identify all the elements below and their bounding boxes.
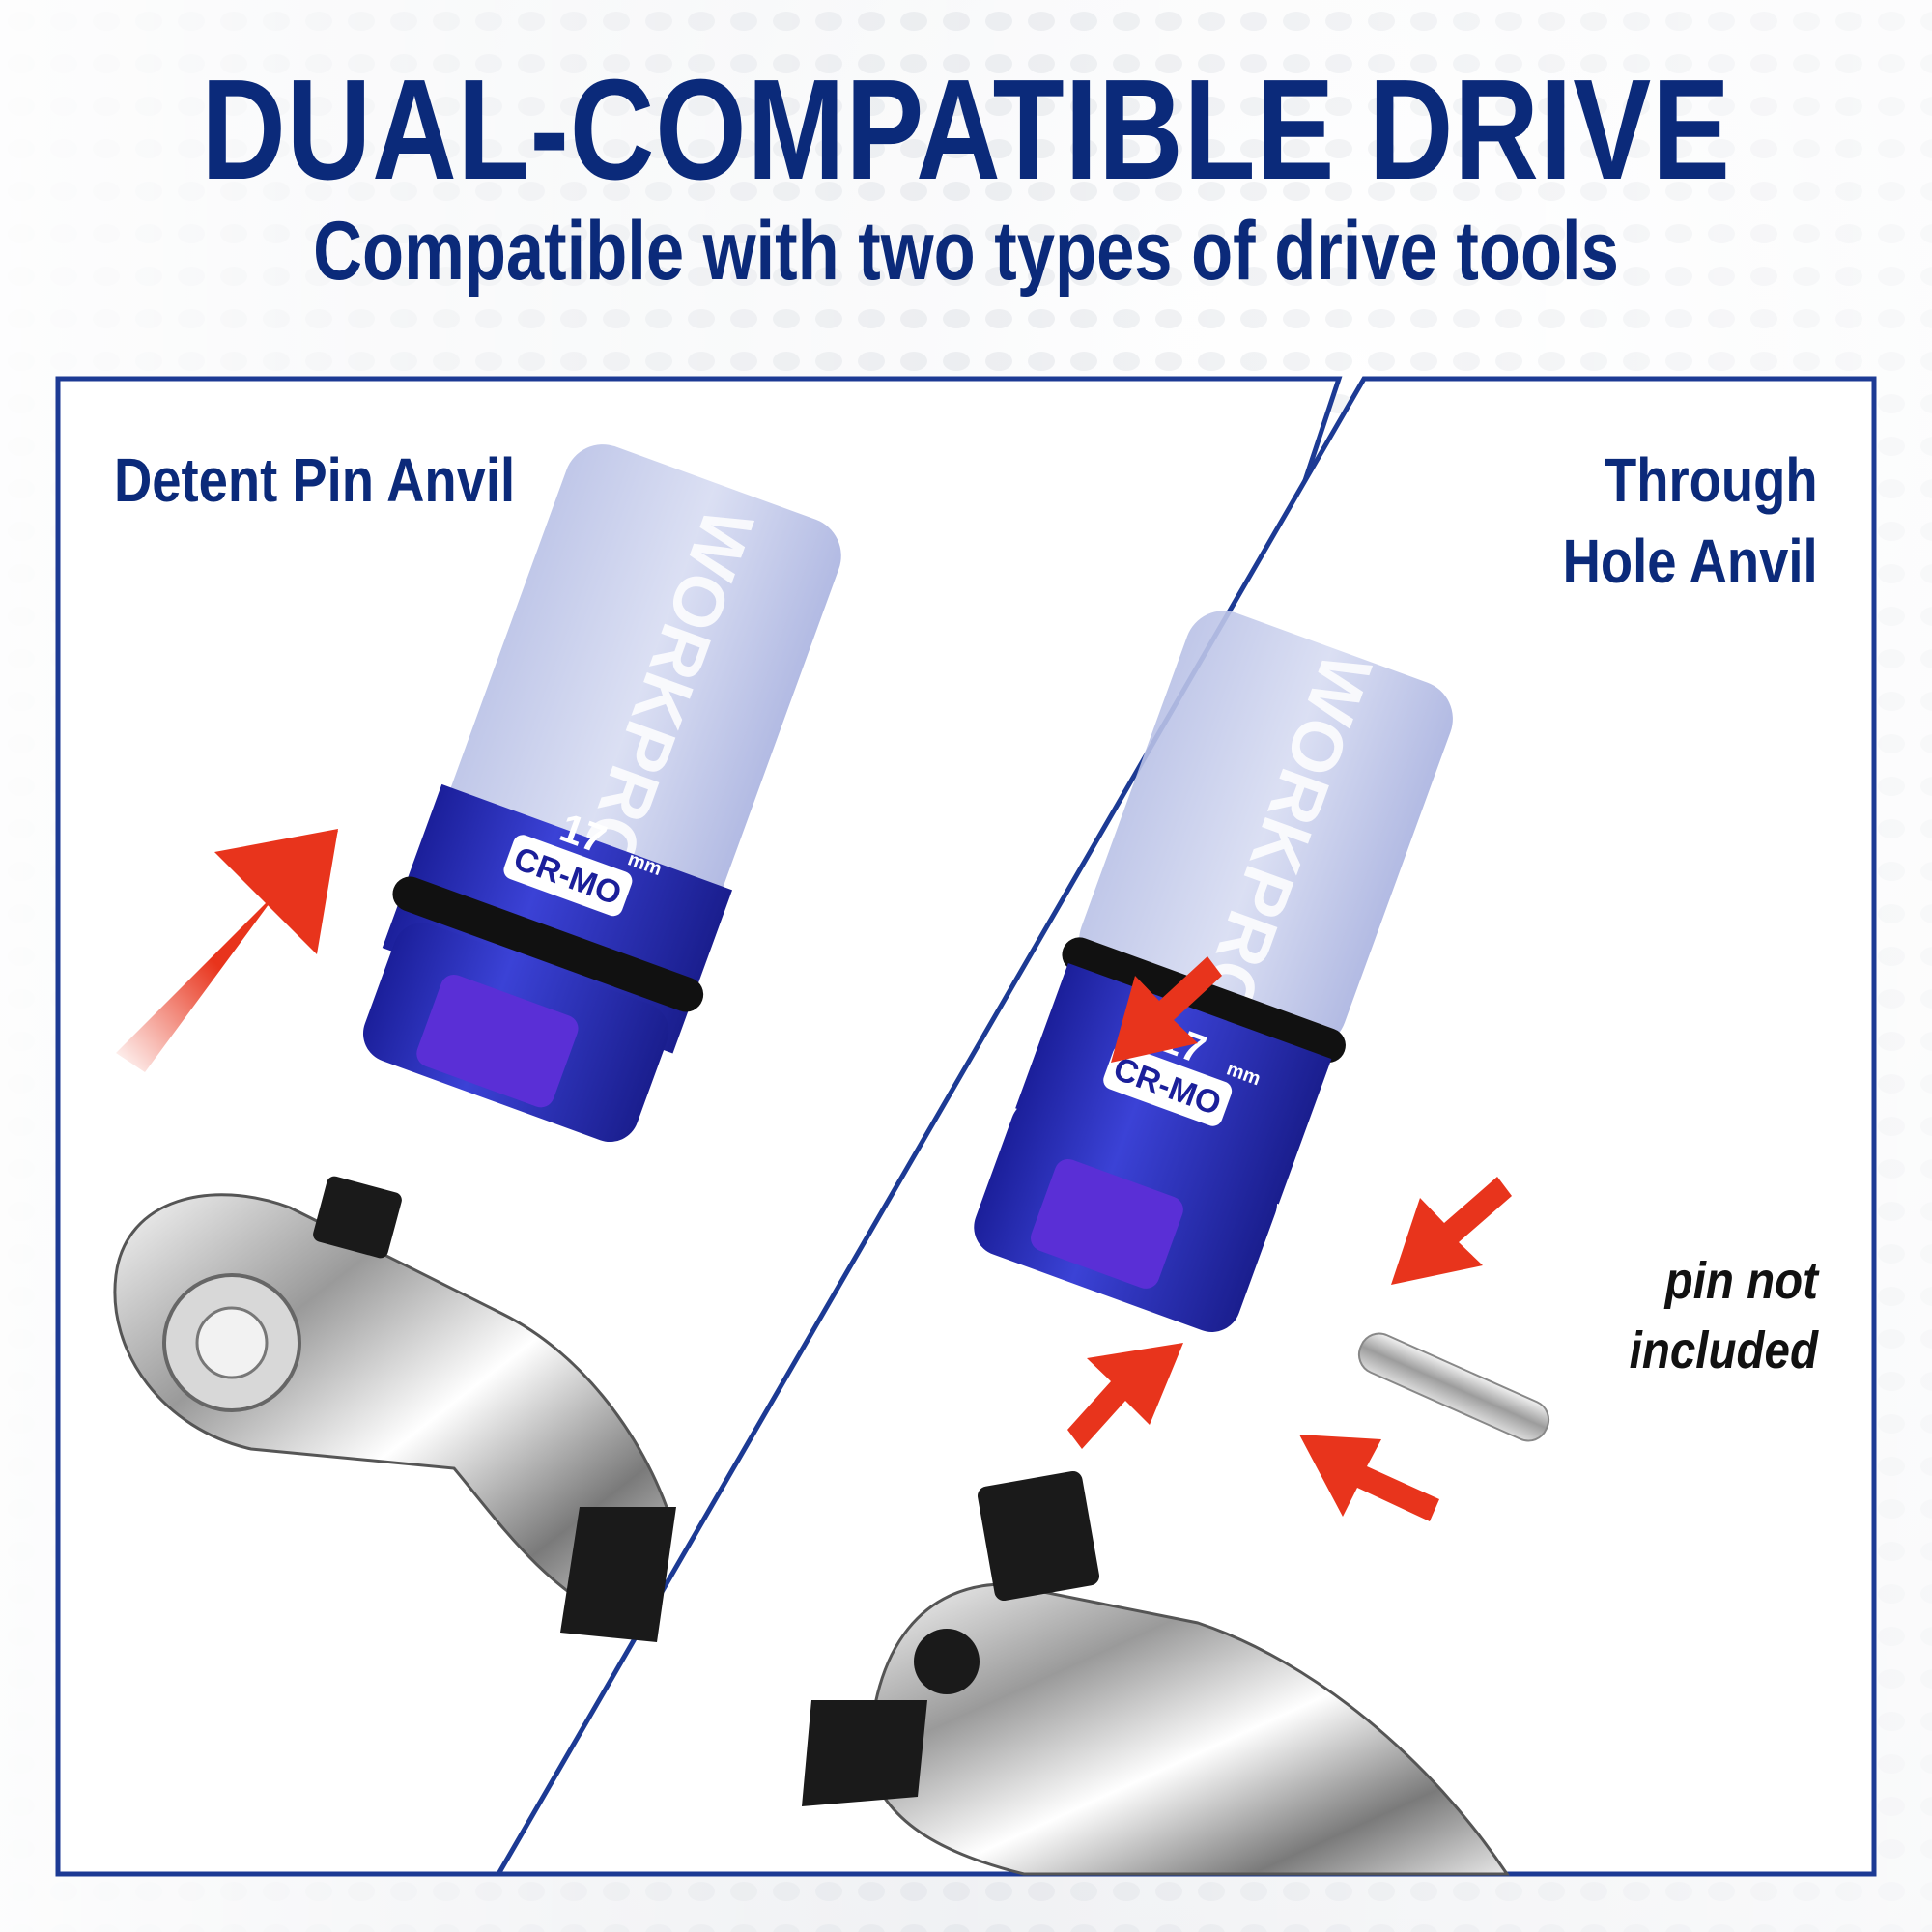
left-socket: WORKPRO 17 mm CR-MO <box>362 444 841 1143</box>
left-arrow-icon <box>116 829 338 1072</box>
right-panel-label: Through Hole Anvil <box>1563 440 1818 602</box>
right-ratchet <box>802 1470 1510 1876</box>
pin-note: pin not included <box>1630 1246 1818 1385</box>
pin-note-line1: pin not <box>1664 1252 1818 1310</box>
right-panel-label-line1: Through <box>1605 445 1818 515</box>
right-panel-label-line2: Hole Anvil <box>1563 526 1818 596</box>
right-arrows-icon <box>1067 956 1512 1521</box>
left-panel-label: Detent Pin Anvil <box>114 445 516 515</box>
right-socket: WORKPRO 17 mm CR-MO <box>974 611 1453 1332</box>
pin-icon <box>1357 1332 1550 1442</box>
left-ratchet <box>113 1176 676 1642</box>
pin-note-line2: included <box>1629 1321 1818 1379</box>
page-subtitle: Compatible with two types of drive tools <box>313 205 1619 298</box>
page-title: DUAL-COMPATIBLE DRIVE <box>201 50 1731 210</box>
header: DUAL-COMPATIBLE DRIVE Compatible with tw… <box>0 58 1932 299</box>
